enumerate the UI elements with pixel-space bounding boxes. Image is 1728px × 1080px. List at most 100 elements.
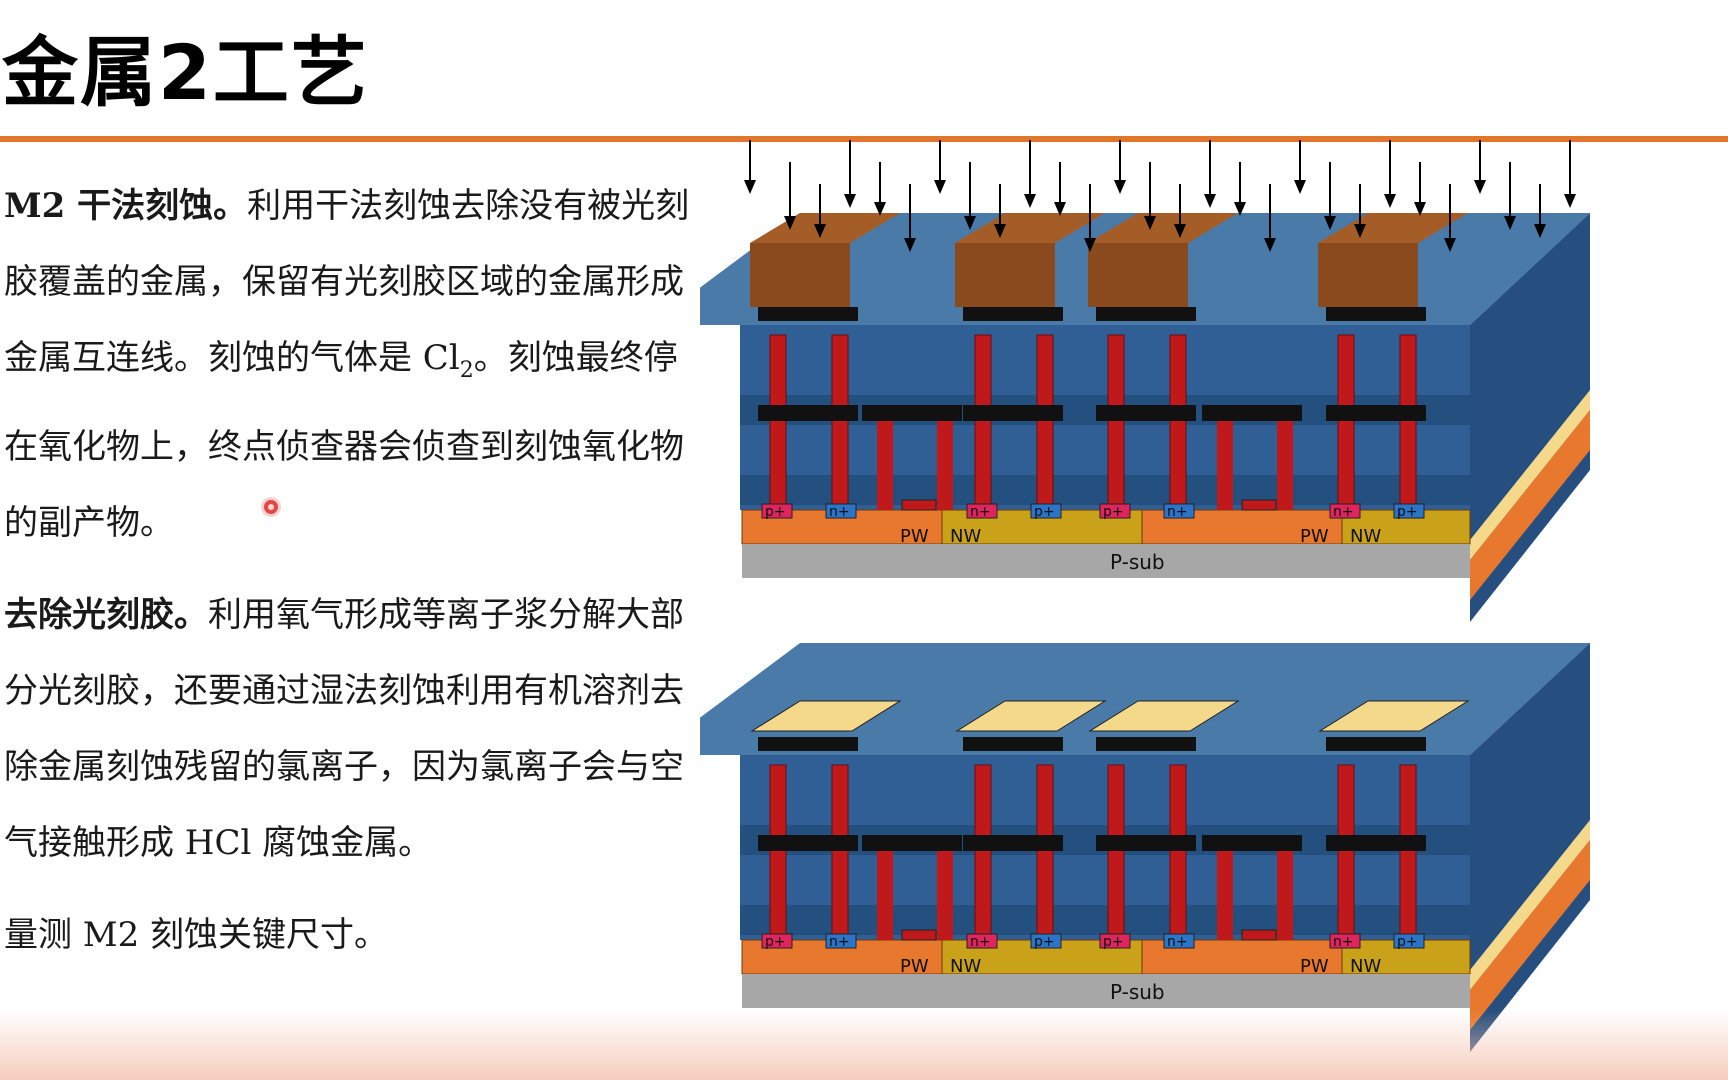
via-plug [831, 334, 849, 511]
diffusion-label: n+ [829, 934, 850, 950]
diffusion-label: n+ [1333, 504, 1354, 520]
metal1-line [862, 405, 962, 421]
diffusion-region [966, 933, 998, 949]
diffusion-label: n+ [1167, 934, 1188, 950]
well-label: NW [950, 956, 981, 977]
metal1-line [1202, 405, 1302, 421]
body-text: M2 干法刻蚀。利用干法刻蚀去除没有被光刻胶覆盖的金属，保留有光刻胶区域的金属形… [4, 168, 694, 989]
via-plug [1277, 421, 1293, 510]
etch-arrowhead [1114, 180, 1126, 194]
side-layer-stripe [1470, 840, 1590, 1030]
diffusion-label: p+ [765, 504, 786, 520]
metal2-line [1096, 307, 1196, 321]
via-plug [769, 334, 787, 511]
etch-arrowhead [1144, 216, 1156, 230]
photoresist-top [955, 213, 1105, 243]
metal1-line [1202, 835, 1302, 851]
etch-arrowhead [1324, 216, 1336, 230]
poly-gate [901, 499, 937, 511]
oxide-band [740, 905, 1470, 935]
via-plug [877, 851, 893, 940]
metal1-line [1326, 835, 1426, 851]
photoresist-block [1318, 243, 1418, 307]
oxide-band [740, 475, 1470, 505]
via-plug [877, 421, 893, 510]
etch-arrowhead [1084, 238, 1096, 252]
subscript: 2 [459, 357, 474, 383]
via-plug [1036, 764, 1054, 941]
photoresist-top [1088, 213, 1238, 243]
paragraph-text-cont: 。刻蚀最终停在氧化物上，终点侦查器会侦查到刻蚀氧化物的副产物。 [4, 338, 684, 543]
metal1-line [862, 835, 962, 851]
metal1-line [963, 405, 1063, 421]
etch-arrowhead [1504, 216, 1516, 230]
paragraph-measure: 量测 M2 刻蚀关键尺寸。 [4, 897, 694, 973]
side-layer-stripe [1470, 820, 1590, 990]
via-plug [1399, 764, 1417, 941]
etch-arrowhead [1204, 194, 1216, 208]
via-plug [1217, 421, 1233, 510]
diffusion-region [1329, 503, 1361, 519]
paragraph-lead: M2 干法刻蚀。 [4, 186, 248, 226]
metal2-pad-top [955, 700, 1107, 732]
diffusion-label: n+ [1167, 504, 1188, 520]
metal2-line [758, 737, 858, 751]
diffusion-region [1030, 503, 1062, 519]
diffusion-label: p+ [1034, 934, 1055, 950]
etch-arrowhead [1534, 224, 1546, 238]
well-label: PW [1300, 526, 1329, 547]
etch-arrowhead [1444, 238, 1456, 252]
diffusion-region [1099, 503, 1131, 519]
photoresist-block [955, 243, 1055, 307]
slide-title: 金属2工艺 [2, 28, 369, 117]
diffusion-label: n+ [970, 504, 991, 520]
paragraph-lead: 去除光刻胶。 [4, 594, 208, 635]
metal1-line [758, 835, 858, 851]
metal2-line [963, 737, 1063, 751]
diffusion-region [825, 503, 857, 519]
via-plug [1337, 334, 1355, 511]
well-label: PW [900, 956, 929, 977]
via-plug [1277, 851, 1293, 940]
paragraph-dry-etch: M2 干法刻蚀。利用干法刻蚀去除没有被光刻胶覆盖的金属，保留有光刻胶区域的金属形… [4, 168, 694, 561]
well-label: PW [1300, 956, 1329, 977]
diffusion-region [1393, 933, 1425, 949]
etch-arrowhead [1474, 180, 1486, 194]
photoresist-block [1088, 243, 1188, 307]
laser-pointer [264, 500, 278, 514]
diffusion-region [761, 933, 793, 949]
metal1-line [963, 835, 1063, 851]
diffusion-region [761, 503, 793, 519]
substrate-label: P-sub [1110, 980, 1165, 1004]
etch-arrowhead [1294, 180, 1306, 194]
metal2-line [758, 307, 858, 321]
metal2-line [1326, 307, 1426, 321]
diffusion-region [1030, 933, 1062, 949]
etch-arrowhead [964, 216, 976, 230]
well-label: NW [950, 526, 981, 547]
diffusion-region [1099, 933, 1131, 949]
etch-arrowhead [744, 180, 756, 194]
diffusion-label: p+ [1103, 504, 1124, 520]
diffusion-label: n+ [829, 504, 850, 520]
via-plug [1036, 334, 1054, 511]
poly-gate [1241, 929, 1277, 941]
etch-arrowhead [874, 202, 886, 216]
p-substrate [742, 974, 1470, 1008]
etch-arrowhead [1354, 224, 1366, 238]
via-plug [974, 334, 992, 511]
diffusion-label: n+ [1333, 934, 1354, 950]
etch-arrowhead [1384, 194, 1396, 208]
metal2-line [963, 307, 1063, 321]
metal2-pad-top [1088, 700, 1240, 732]
etch-arrowhead [1264, 238, 1276, 252]
diffusion-region [1163, 503, 1195, 519]
poly-gate [901, 929, 937, 941]
substrate-label: P-sub [1110, 550, 1165, 574]
etch-arrowhead [844, 194, 856, 208]
via-plug [769, 764, 787, 941]
well-label: NW [1350, 526, 1381, 547]
